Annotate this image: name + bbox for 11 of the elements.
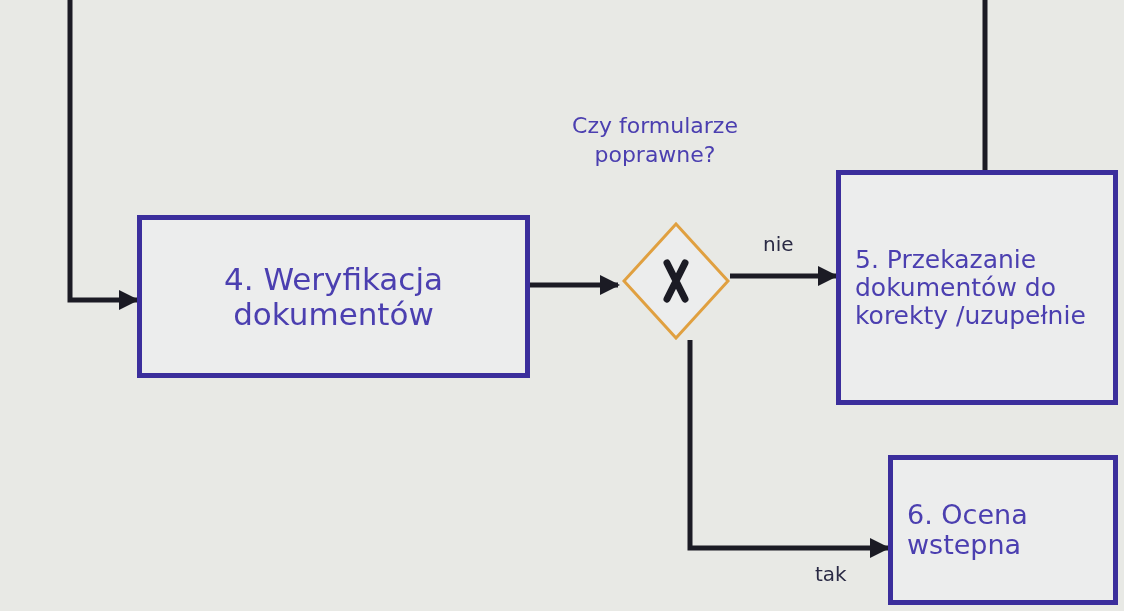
process-label: 6. Ocena wstepna [907, 499, 1029, 561]
process-box [137, 215, 530, 378]
arrow [687, 340, 890, 558]
arrow [730, 266, 838, 286]
arrow [530, 275, 620, 295]
arrow [67, 0, 139, 310]
question-text: Czy formularze poprawne? [571, 112, 739, 169]
process-label: 4. Weryfikacja dokumentów [223, 261, 444, 332]
process-box [888, 455, 1118, 605]
process-label: 5. Przekazanie dokumentów do korekty /uzupełnie [855, 245, 1087, 330]
process-box [836, 170, 1118, 405]
